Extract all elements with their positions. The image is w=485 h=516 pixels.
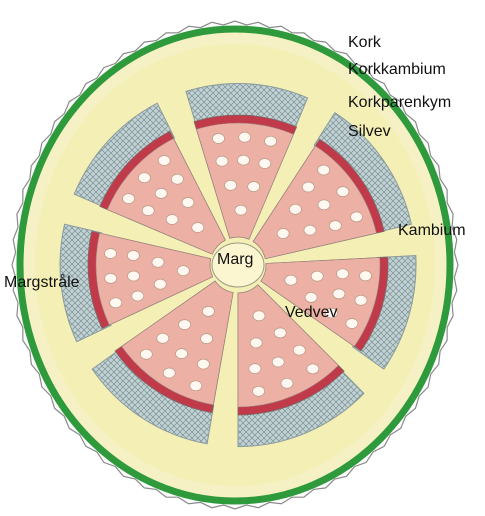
vessel-cell [142, 206, 154, 216]
vessel-cell [277, 229, 289, 239]
vessel-cell [346, 319, 358, 329]
vessel-cell [202, 306, 214, 316]
vessel-cell [138, 173, 150, 183]
vessel-cell [235, 205, 247, 215]
vessel-cell [132, 291, 144, 301]
vessel-cell [253, 311, 265, 321]
vessel-cell [190, 381, 202, 391]
vessel-cell [216, 156, 228, 166]
vessel-cell [274, 328, 286, 338]
vessel-cell [197, 359, 209, 369]
vessel-cell [213, 134, 225, 144]
vessel-cell [192, 223, 204, 233]
vessel-cell [337, 187, 349, 197]
vessel-cell [239, 132, 251, 142]
vessel-cell [307, 364, 319, 374]
vessel-cell [128, 271, 140, 281]
vessel-cell [163, 368, 175, 378]
vessel-cell [177, 266, 189, 276]
vessel-cell [155, 188, 167, 198]
vessel-cell [182, 198, 194, 208]
vessel-cell [250, 338, 262, 348]
vessel-cell [293, 345, 305, 355]
vessel-cell [337, 269, 349, 279]
vessel-cell [123, 194, 135, 204]
vessel-cell [289, 204, 301, 214]
label-marg: Marg [217, 252, 253, 268]
vessel-cell [304, 225, 316, 235]
label-korkparenkym: Korkparenkym [348, 95, 451, 111]
vessel-cell [105, 273, 117, 283]
vessel-cell [253, 386, 265, 396]
vessel-cell [176, 349, 188, 359]
vessel-cell [360, 271, 372, 281]
vessel-cell [248, 182, 260, 192]
vessel-cell [272, 357, 284, 367]
vessel-cell [311, 271, 323, 281]
vessel-cell [281, 378, 293, 388]
vessel-cell [355, 295, 367, 305]
vessel-cell [285, 275, 297, 285]
vessel-cell [127, 251, 139, 261]
vessel-cell [351, 212, 363, 222]
vessel-cell [225, 180, 237, 190]
vessel-cell [140, 349, 152, 359]
label-vedvev: Vedvev [285, 305, 337, 321]
vessel-cell [171, 174, 183, 184]
label-kork: Kork [348, 35, 381, 51]
label-korkkambium: Korkkambium [348, 62, 446, 78]
vessel-cell [329, 221, 341, 231]
vessel-cell [318, 165, 330, 175]
vessel-cell [110, 298, 122, 308]
vessel-cell [238, 155, 250, 165]
vessel-cell [201, 334, 213, 344]
vessel-cell [179, 320, 191, 330]
vessel-cell [302, 182, 314, 192]
vessel-cell [259, 159, 271, 169]
vessel-cell [154, 279, 166, 289]
vessel-cell [249, 364, 261, 374]
vessel-cell [166, 215, 178, 225]
vessel-cell [152, 257, 164, 267]
vessel-cell [305, 292, 317, 302]
vessel-cell [105, 249, 117, 259]
vessel-cell [333, 289, 345, 299]
vessel-cell [158, 156, 170, 166]
vessel-cell [157, 333, 169, 343]
label-silvev: Silvev [348, 124, 391, 140]
vessel-cell [318, 200, 330, 210]
label-kambium: Kambium [398, 223, 466, 239]
vessel-cell [265, 136, 277, 146]
label-margstrale: Margstråle [4, 275, 80, 291]
